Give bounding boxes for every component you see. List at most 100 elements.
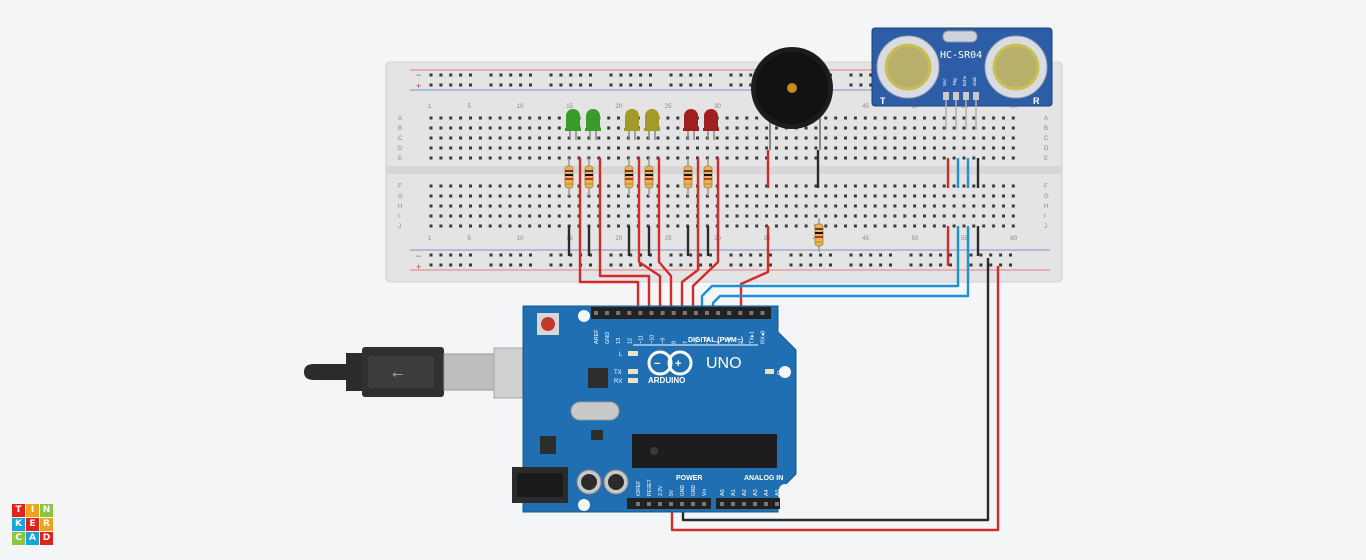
breadboard-hole[interactable] (982, 194, 986, 198)
breadboard-hole[interactable] (745, 184, 749, 188)
breadboard-hole[interactable] (873, 156, 877, 160)
breadboard-hole[interactable] (529, 253, 532, 257)
breadboard-hole[interactable] (923, 204, 926, 208)
breadboard-hole[interactable] (547, 116, 551, 120)
breadboard-hole[interactable] (784, 156, 788, 160)
breadboard-hole[interactable] (989, 253, 993, 257)
breadboard-hole[interactable] (617, 184, 620, 188)
led-yellow[interactable] (644, 109, 660, 140)
breadboard-hole[interactable] (1002, 224, 1005, 228)
breadboard-hole[interactable] (942, 224, 946, 228)
breadboard-hole[interactable] (903, 224, 907, 228)
analog-pin[interactable] (775, 502, 779, 506)
breadboard-hole[interactable] (449, 204, 453, 208)
breadboard-hole[interactable] (913, 224, 917, 228)
breadboard-hole[interactable] (932, 224, 936, 228)
breadboard-hole[interactable] (853, 156, 857, 160)
breadboard-hole[interactable] (804, 126, 808, 130)
led-wire[interactable] (691, 158, 720, 310)
power-pin[interactable] (691, 502, 695, 506)
breadboard-hole[interactable] (429, 83, 433, 87)
breadboard-hole[interactable] (439, 146, 443, 150)
breadboard-hole[interactable] (923, 224, 926, 228)
breadboard-hole[interactable] (932, 146, 936, 150)
breadboard-hole[interactable] (952, 126, 956, 130)
breadboard-hole[interactable] (509, 73, 513, 77)
breadboard-hole[interactable] (518, 194, 522, 198)
breadboard-hole[interactable] (939, 253, 943, 257)
digital-pin[interactable] (727, 311, 732, 315)
breadboard-hole[interactable] (617, 126, 620, 130)
breadboard-hole[interactable] (569, 83, 573, 87)
breadboard-hole[interactable] (597, 146, 601, 150)
breadboard-hole[interactable] (459, 253, 463, 257)
breadboard-hole[interactable] (853, 224, 857, 228)
breadboard-hole[interactable] (775, 184, 778, 188)
breadboard-hole[interactable] (538, 146, 542, 150)
breadboard-hole[interactable] (834, 126, 838, 130)
breadboard-hole[interactable] (992, 204, 996, 208)
breadboard-hole[interactable] (569, 73, 573, 77)
analog-pin[interactable] (742, 502, 746, 506)
breadboard-hole[interactable] (488, 136, 492, 140)
breadboard-hole[interactable] (969, 263, 973, 267)
breadboard-hole[interactable] (629, 73, 633, 77)
breadboard-hole[interactable] (547, 204, 551, 208)
breadboard-hole[interactable] (478, 126, 482, 130)
breadboard-hole[interactable] (538, 194, 542, 198)
breadboard-hole[interactable] (942, 214, 946, 218)
resistor[interactable] (584, 158, 594, 196)
resistor[interactable] (644, 158, 654, 196)
breadboard-hole[interactable] (942, 204, 946, 208)
breadboard-hole[interactable] (607, 146, 611, 150)
breadboard-hole[interactable] (557, 116, 561, 120)
breadboard-hole[interactable] (607, 224, 611, 228)
breadboard-hole[interactable] (869, 263, 873, 267)
breadboard-hole[interactable] (992, 184, 996, 188)
led-wire[interactable] (637, 158, 662, 310)
breadboard-hole[interactable] (804, 204, 808, 208)
breadboard-hole[interactable] (749, 73, 753, 77)
breadboard-hole[interactable] (804, 214, 808, 218)
digital-pin[interactable] (616, 311, 621, 315)
breadboard-hole[interactable] (962, 146, 966, 150)
breadboard-hole[interactable] (607, 126, 611, 130)
breadboard-hole[interactable] (853, 214, 857, 218)
breadboard-hole[interactable] (439, 116, 443, 120)
power-pin[interactable] (669, 502, 673, 506)
breadboard-hole[interactable] (834, 136, 838, 140)
breadboard-hole[interactable] (569, 253, 573, 257)
breadboard-hole[interactable] (488, 214, 492, 218)
breadboard-hole[interactable] (489, 83, 493, 87)
breadboard-hole[interactable] (913, 136, 917, 140)
breadboard-hole[interactable] (873, 214, 877, 218)
breadboard-hole[interactable] (863, 194, 867, 198)
breadboard-hole[interactable] (755, 194, 759, 198)
breadboard-hole[interactable] (755, 136, 759, 140)
breadboard-hole[interactable] (962, 136, 966, 140)
breadboard-hole[interactable] (529, 73, 532, 77)
breadboard-hole[interactable] (498, 126, 502, 130)
breadboard-hole[interactable] (893, 146, 897, 150)
breadboard-hole[interactable] (689, 73, 693, 77)
breadboard-hole[interactable] (528, 136, 532, 140)
breadboard-hole[interactable] (755, 146, 759, 150)
breadboard-hole[interactable] (696, 136, 699, 140)
breadboard-hole[interactable] (789, 263, 793, 267)
breadboard-hole[interactable] (439, 184, 443, 188)
leds[interactable] (565, 109, 719, 140)
breadboard-hole[interactable] (1011, 194, 1015, 198)
breadboard-hole[interactable] (676, 204, 680, 208)
breadboard-hole[interactable] (932, 214, 936, 218)
breadboard-hole[interactable] (873, 194, 877, 198)
breadboard-hole[interactable] (528, 126, 532, 130)
breadboard-hole[interactable] (784, 194, 788, 198)
breadboard-hole[interactable] (745, 224, 749, 228)
breadboard-hole[interactable] (1002, 214, 1005, 218)
breadboard-hole[interactable] (639, 73, 643, 77)
breadboard-hole[interactable] (952, 116, 956, 120)
breadboard-hole[interactable] (666, 146, 670, 150)
breadboard-hole[interactable] (469, 194, 472, 198)
breadboard-hole[interactable] (636, 146, 640, 150)
breadboard-hole[interactable] (528, 224, 532, 228)
